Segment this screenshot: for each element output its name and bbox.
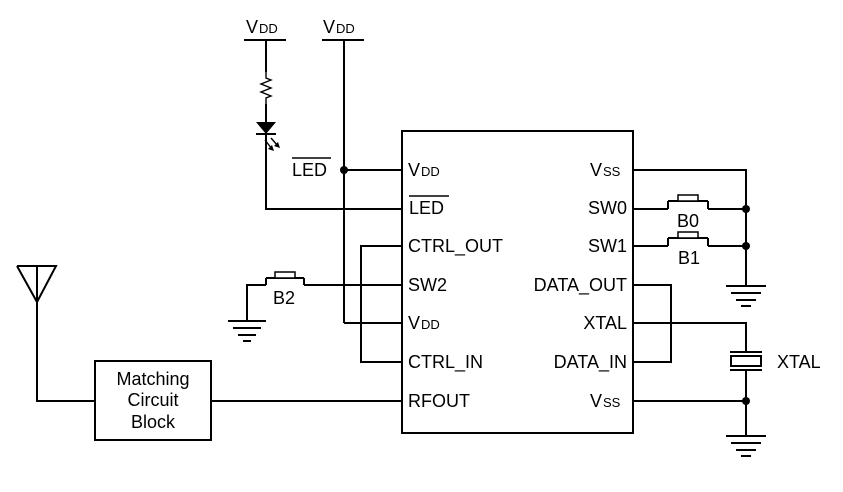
- ground-symbol: [228, 320, 266, 342]
- button-b0-symbol: [667, 194, 709, 209]
- pin-led: LED: [409, 198, 444, 218]
- svg-text:DD: DD: [421, 164, 440, 179]
- crystal-label: XTAL: [777, 352, 821, 372]
- svg-text:DD: DD: [336, 21, 355, 36]
- ground-symbol: [726, 285, 766, 307]
- svg-text:DD: DD: [259, 21, 278, 36]
- pin-vss-right: V SS: [590, 160, 621, 180]
- svg-text:SS: SS: [603, 395, 621, 410]
- led-diode-symbol: [256, 122, 276, 134]
- pin-ctrl-in: CTRL_IN: [408, 352, 483, 373]
- vdd-label-main: V DD: [323, 17, 355, 37]
- matching-block-line3: Block: [131, 412, 176, 432]
- button-b1-label: B1: [678, 248, 700, 268]
- ground-symbol: [726, 435, 766, 457]
- matching-block-line2: Circuit: [127, 390, 178, 410]
- junction-dot: [742, 397, 750, 405]
- resistor-symbol: [259, 72, 273, 104]
- crystal-symbol: [730, 351, 762, 371]
- svg-text:V: V: [408, 160, 420, 180]
- pin-data-in: DATA_IN: [554, 352, 627, 373]
- pin-ctrl-out: CTRL_OUT: [408, 236, 503, 257]
- led-net-label: LED: [292, 157, 331, 180]
- vdd-label-led: V DD: [246, 17, 278, 37]
- svg-text:DD: DD: [421, 317, 440, 332]
- pin-vss-right-2: V SS: [590, 391, 621, 411]
- matching-block-line1: Matching: [116, 369, 189, 389]
- svg-text:V: V: [590, 160, 602, 180]
- svg-text:V: V: [590, 391, 602, 411]
- button-b0-label: B0: [677, 211, 699, 231]
- button-b1-symbol: [667, 231, 709, 246]
- svg-text:V: V: [246, 17, 258, 37]
- pin-sw0: SW0: [588, 198, 627, 218]
- svg-text:V: V: [323, 17, 335, 37]
- wire-antenna: [36, 302, 95, 402]
- ic-chip: [401, 130, 634, 434]
- wire-xtal: [633, 322, 747, 352]
- wire-ctrl-loop: [360, 245, 402, 363]
- wire-led: [265, 134, 402, 210]
- wire: [246, 284, 266, 320]
- pin-sw1: SW1: [588, 236, 627, 256]
- pin-vdd-left-2: V DD: [408, 313, 440, 333]
- pin-vdd-left: V DD: [408, 160, 440, 180]
- button-b2-label: B2: [273, 288, 295, 308]
- antenna-symbol: [16, 265, 58, 305]
- button-b2-symbol: [265, 271, 305, 285]
- svg-text:LED: LED: [292, 160, 327, 180]
- pin-xtal: XTAL: [583, 313, 627, 333]
- pin-rfout: RFOUT: [408, 391, 470, 411]
- svg-text:SS: SS: [603, 164, 621, 179]
- led-emission-arrows: [264, 137, 280, 151]
- pin-sw2: SW2: [408, 275, 447, 295]
- svg-text:V: V: [408, 313, 420, 333]
- matching-circuit-block: [94, 360, 212, 441]
- pin-data-out: DATA_OUT: [534, 275, 627, 296]
